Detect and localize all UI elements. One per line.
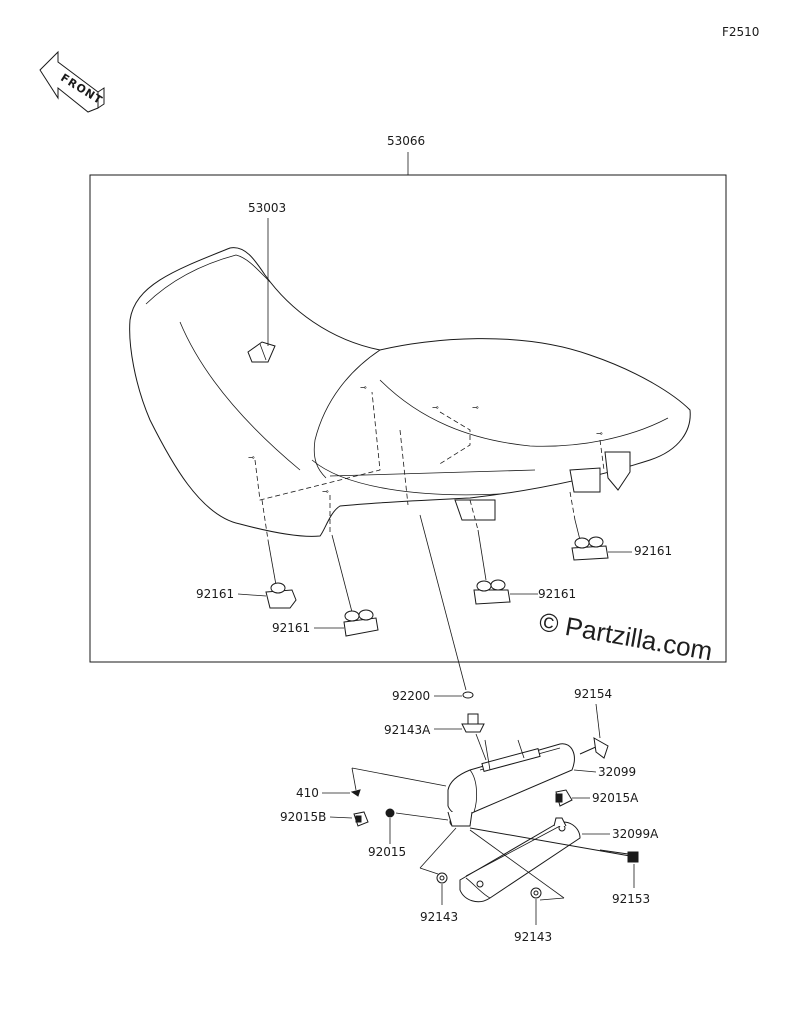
damper-left <box>265 539 297 609</box>
mount-guides <box>254 391 605 541</box>
collar-right <box>469 829 565 925</box>
callout-92200: 92200 <box>392 689 430 703</box>
callout-53066: 53066 <box>387 134 425 148</box>
callout-53003: 53003 <box>248 201 286 215</box>
hook-c: ⊸ <box>432 403 439 412</box>
callout-92161-left: 92161 <box>196 587 234 601</box>
washer-top <box>462 691 474 699</box>
callout-32099A: 32099A <box>612 827 659 841</box>
callout-92015B: 92015B <box>280 810 326 824</box>
clip-left <box>353 811 369 827</box>
callout-32099: 32099 <box>598 765 636 779</box>
leader-mount <box>419 514 467 691</box>
callout-92161-front: 92161 <box>272 621 310 635</box>
damper-right <box>571 519 609 561</box>
wing-bolt <box>579 737 609 759</box>
nut <box>385 808 395 818</box>
hook-f: ⊸ <box>596 429 603 438</box>
hook-b: ⊸ <box>360 383 367 392</box>
collar-top <box>461 713 485 733</box>
tool-case <box>447 739 575 827</box>
callout-92161-mid: 92161 <box>538 587 576 601</box>
callout-92143-left: 92143 <box>420 910 458 924</box>
watermark: © Partzilla.com <box>537 606 715 666</box>
figure-code: F2510 <box>722 25 759 39</box>
seat <box>129 247 691 537</box>
bolt <box>469 827 639 863</box>
hook-d: ⊸ <box>472 403 479 412</box>
callout-92153: 92153 <box>612 892 650 906</box>
callout-92143-right: 92143 <box>514 930 552 944</box>
assembly-frame <box>89 174 727 663</box>
damper-mid <box>473 529 511 605</box>
callout-410: 410 <box>296 786 319 800</box>
callout-92015A: 92015A <box>592 791 639 805</box>
hook-a: ⊸ <box>248 453 255 462</box>
cover-patch <box>247 341 276 363</box>
front-arrow-icon: FRONT <box>39 50 105 113</box>
callout-92143A: 92143A <box>384 723 431 737</box>
callout-92154: 92154 <box>574 687 612 701</box>
hook-e: ⊸ <box>322 487 329 496</box>
front-label: FRONT <box>58 71 105 107</box>
damper-front <box>331 534 379 637</box>
callout-92015: 92015 <box>368 845 406 859</box>
clip-right <box>555 789 573 807</box>
reflector <box>350 767 447 797</box>
callout-92161-right: 92161 <box>634 544 672 558</box>
tool-case-lid <box>459 817 581 903</box>
collar-left <box>419 827 457 905</box>
